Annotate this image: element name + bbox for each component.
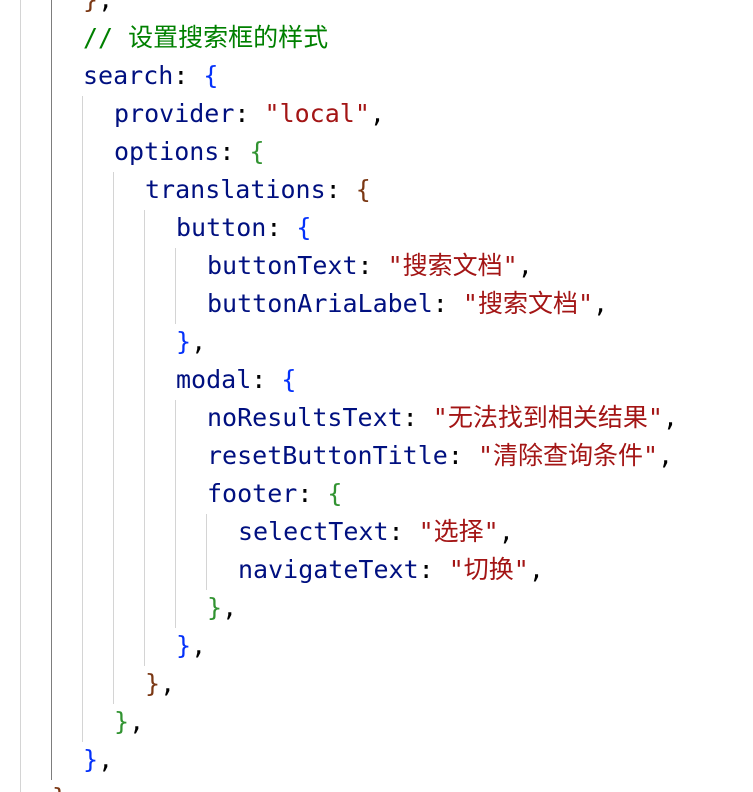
code-line[interactable]: }, (145, 665, 175, 703)
code-line[interactable]: }, (207, 589, 237, 627)
code-token: : (418, 555, 449, 584)
code-token: : (447, 441, 478, 470)
code-token: } (176, 327, 192, 356)
code-token: "搜索文档" (462, 289, 593, 318)
code-line[interactable]: modal: { (176, 361, 296, 399)
code-token: button (176, 213, 267, 242)
code-token: buttonAriaLabel (207, 289, 433, 318)
code-token: : (266, 213, 297, 242)
code-line[interactable]: provider: "local", (114, 95, 385, 133)
code-token: navigateText (238, 555, 419, 584)
code-token: , (160, 669, 176, 698)
code-token: { (249, 137, 265, 166)
code-token: : (388, 517, 419, 546)
indent-guide-active (51, 0, 52, 780)
code-token: , (98, 0, 113, 14)
code-token: { (355, 175, 371, 204)
code-line[interactable]: }, (176, 323, 206, 361)
code-line[interactable]: buttonAriaLabel: "搜索文档", (207, 285, 608, 323)
code-token: , (191, 327, 207, 356)
code-token: , (662, 403, 678, 432)
code-token: } (52, 783, 67, 792)
code-token: , (498, 517, 514, 546)
code-token: , (369, 99, 385, 128)
code-token: // 设置搜索框的样式 (83, 23, 329, 52)
code-line[interactable]: buttonText: "搜索文档", (207, 247, 533, 285)
code-token: options (114, 137, 220, 166)
code-line[interactable]: footer: { (207, 475, 342, 513)
code-token: : (173, 61, 204, 90)
code-token: , (593, 289, 609, 318)
code-line[interactable]: }, (114, 703, 144, 741)
code-line[interactable]: }, (83, 741, 113, 779)
code-line[interactable]: options: { (114, 133, 265, 171)
code-line[interactable]: selectText: "选择", (238, 513, 514, 551)
code-token: modal (176, 365, 252, 394)
code-token: "清除查询条件" (477, 441, 659, 470)
indent-guide (175, 248, 176, 324)
code-line[interactable]: }, (83, 0, 113, 19)
code-token: } (83, 745, 99, 774)
code-token: , (191, 631, 207, 660)
code-token: "local" (264, 99, 370, 128)
code-token: , (98, 745, 114, 774)
code-token: : (432, 289, 463, 318)
code-line[interactable]: button: { (176, 209, 311, 247)
code-token: } (207, 593, 223, 622)
code-token: , (517, 251, 533, 280)
code-token: { (327, 479, 343, 508)
code-line[interactable]: } (52, 779, 67, 792)
code-token: search (83, 61, 174, 90)
code-token: "无法找到相关结果" (432, 403, 663, 432)
code-line[interactable]: translations: { (145, 171, 371, 209)
code-token: : (297, 479, 328, 508)
code-token: , (129, 707, 145, 736)
indent-guide (144, 210, 145, 666)
code-line[interactable]: // 设置搜索框的样式 (83, 19, 328, 57)
code-token: { (203, 61, 219, 90)
code-token: : (219, 137, 250, 166)
code-token: { (296, 213, 312, 242)
code-token: provider (114, 99, 235, 128)
code-token: , (528, 555, 544, 584)
code-token: } (176, 631, 192, 660)
code-token: : (402, 403, 433, 432)
code-token: buttonText (207, 251, 358, 280)
code-token: : (234, 99, 265, 128)
indent-guide (113, 172, 114, 704)
code-token: , (658, 441, 674, 470)
code-token: } (114, 707, 130, 736)
code-token: selectText (238, 517, 389, 546)
indent-guide (82, 96, 83, 742)
code-token: : (251, 365, 282, 394)
code-token: footer (207, 479, 298, 508)
code-token: : (325, 175, 356, 204)
code-token: "切换" (448, 555, 529, 584)
code-token: } (83, 0, 98, 14)
code-token: } (145, 669, 161, 698)
code-line[interactable]: noResultsText: "无法找到相关结果", (207, 399, 678, 437)
code-token: translations (145, 175, 326, 204)
indent-guide (20, 0, 21, 792)
code-token: , (222, 593, 238, 622)
code-token: : (357, 251, 388, 280)
code-token: "搜索文档" (387, 251, 518, 280)
code-line[interactable]: search: { (83, 57, 218, 95)
indent-guide (206, 514, 207, 590)
code-line[interactable]: navigateText: "切换", (238, 551, 544, 589)
code-line[interactable]: }, (176, 627, 206, 665)
code-token: "选择" (418, 517, 499, 546)
code-token: noResultsText (207, 403, 403, 432)
code-line[interactable]: resetButtonTitle: "清除查询条件", (207, 437, 673, 475)
code-token: { (281, 365, 297, 394)
indent-guide (175, 400, 176, 628)
code-token: resetButtonTitle (207, 441, 448, 470)
